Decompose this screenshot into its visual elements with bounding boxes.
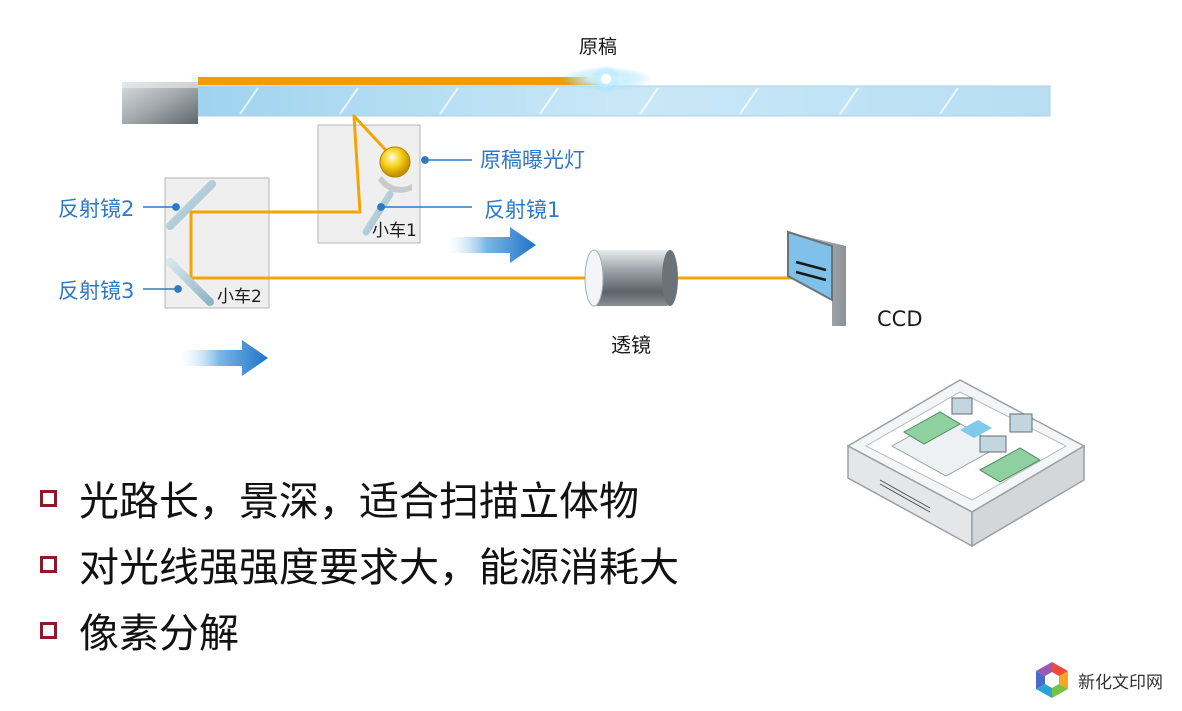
label-carriage1: 小车1 <box>372 221 417 241</box>
label-carriage2: 小车2 <box>217 287 262 307</box>
label-mirror1: 反射镜1 <box>484 198 560 222</box>
carriage2-box <box>164 177 270 309</box>
brand-logo-icon <box>1036 662 1068 698</box>
exposure-lamp-icon <box>378 146 412 193</box>
glass-platen <box>195 85 1051 117</box>
bullet-text: 光路长，景深，适合扫描立体物 <box>79 479 639 525</box>
mirror1 <box>362 190 394 236</box>
bullet-text: 像素分解 <box>79 611 239 657</box>
lamp-leader-dot <box>421 156 429 164</box>
mirror1-leader-dot <box>377 203 385 211</box>
bullet-marker-icon <box>40 555 57 573</box>
brand-watermark: 新化文印网 <box>1032 660 1163 700</box>
ccd-sensor <box>787 230 846 326</box>
mirror3-leader-dot <box>174 285 182 293</box>
label-mirror2: 反射镜2 <box>58 197 134 221</box>
lens <box>584 249 678 307</box>
bullet-marker-icon <box>40 489 57 507</box>
scan-flare <box>560 65 652 93</box>
bullet-text: 对光线强强度要求大，能源消耗大 <box>79 545 679 591</box>
movement-arrow-icon <box>180 340 268 376</box>
movement-arrow-icon <box>446 227 536 263</box>
mirror3 <box>166 258 214 306</box>
label-lamp: 原稿曝光灯 <box>480 148 585 172</box>
label-mirror3: 反射镜3 <box>58 279 134 303</box>
bullet-marker-icon <box>40 621 57 639</box>
label-ccd: CCD <box>877 307 923 331</box>
brand-text: 新化文印网 <box>1078 672 1163 693</box>
bullet-item: 对光线强强度要求大，能源消耗大 <box>40 536 679 592</box>
original-document <box>198 77 606 85</box>
mirror2 <box>166 180 216 230</box>
label-lens: 透镜 <box>611 333 651 357</box>
light-path <box>189 114 834 280</box>
platen-end-block <box>122 82 198 124</box>
label-original: 原稿 <box>579 36 617 58</box>
scanner-illustration <box>846 379 1086 548</box>
bullet-item: 光路长，景深，适合扫描立体物 <box>40 470 679 526</box>
bullet-item: 像素分解 <box>40 602 679 658</box>
mirror2-leader-dot <box>172 203 180 211</box>
bullet-list: 光路长，景深，适合扫描立体物 对光线强强度要求大，能源消耗大 像素分解 <box>40 470 679 668</box>
